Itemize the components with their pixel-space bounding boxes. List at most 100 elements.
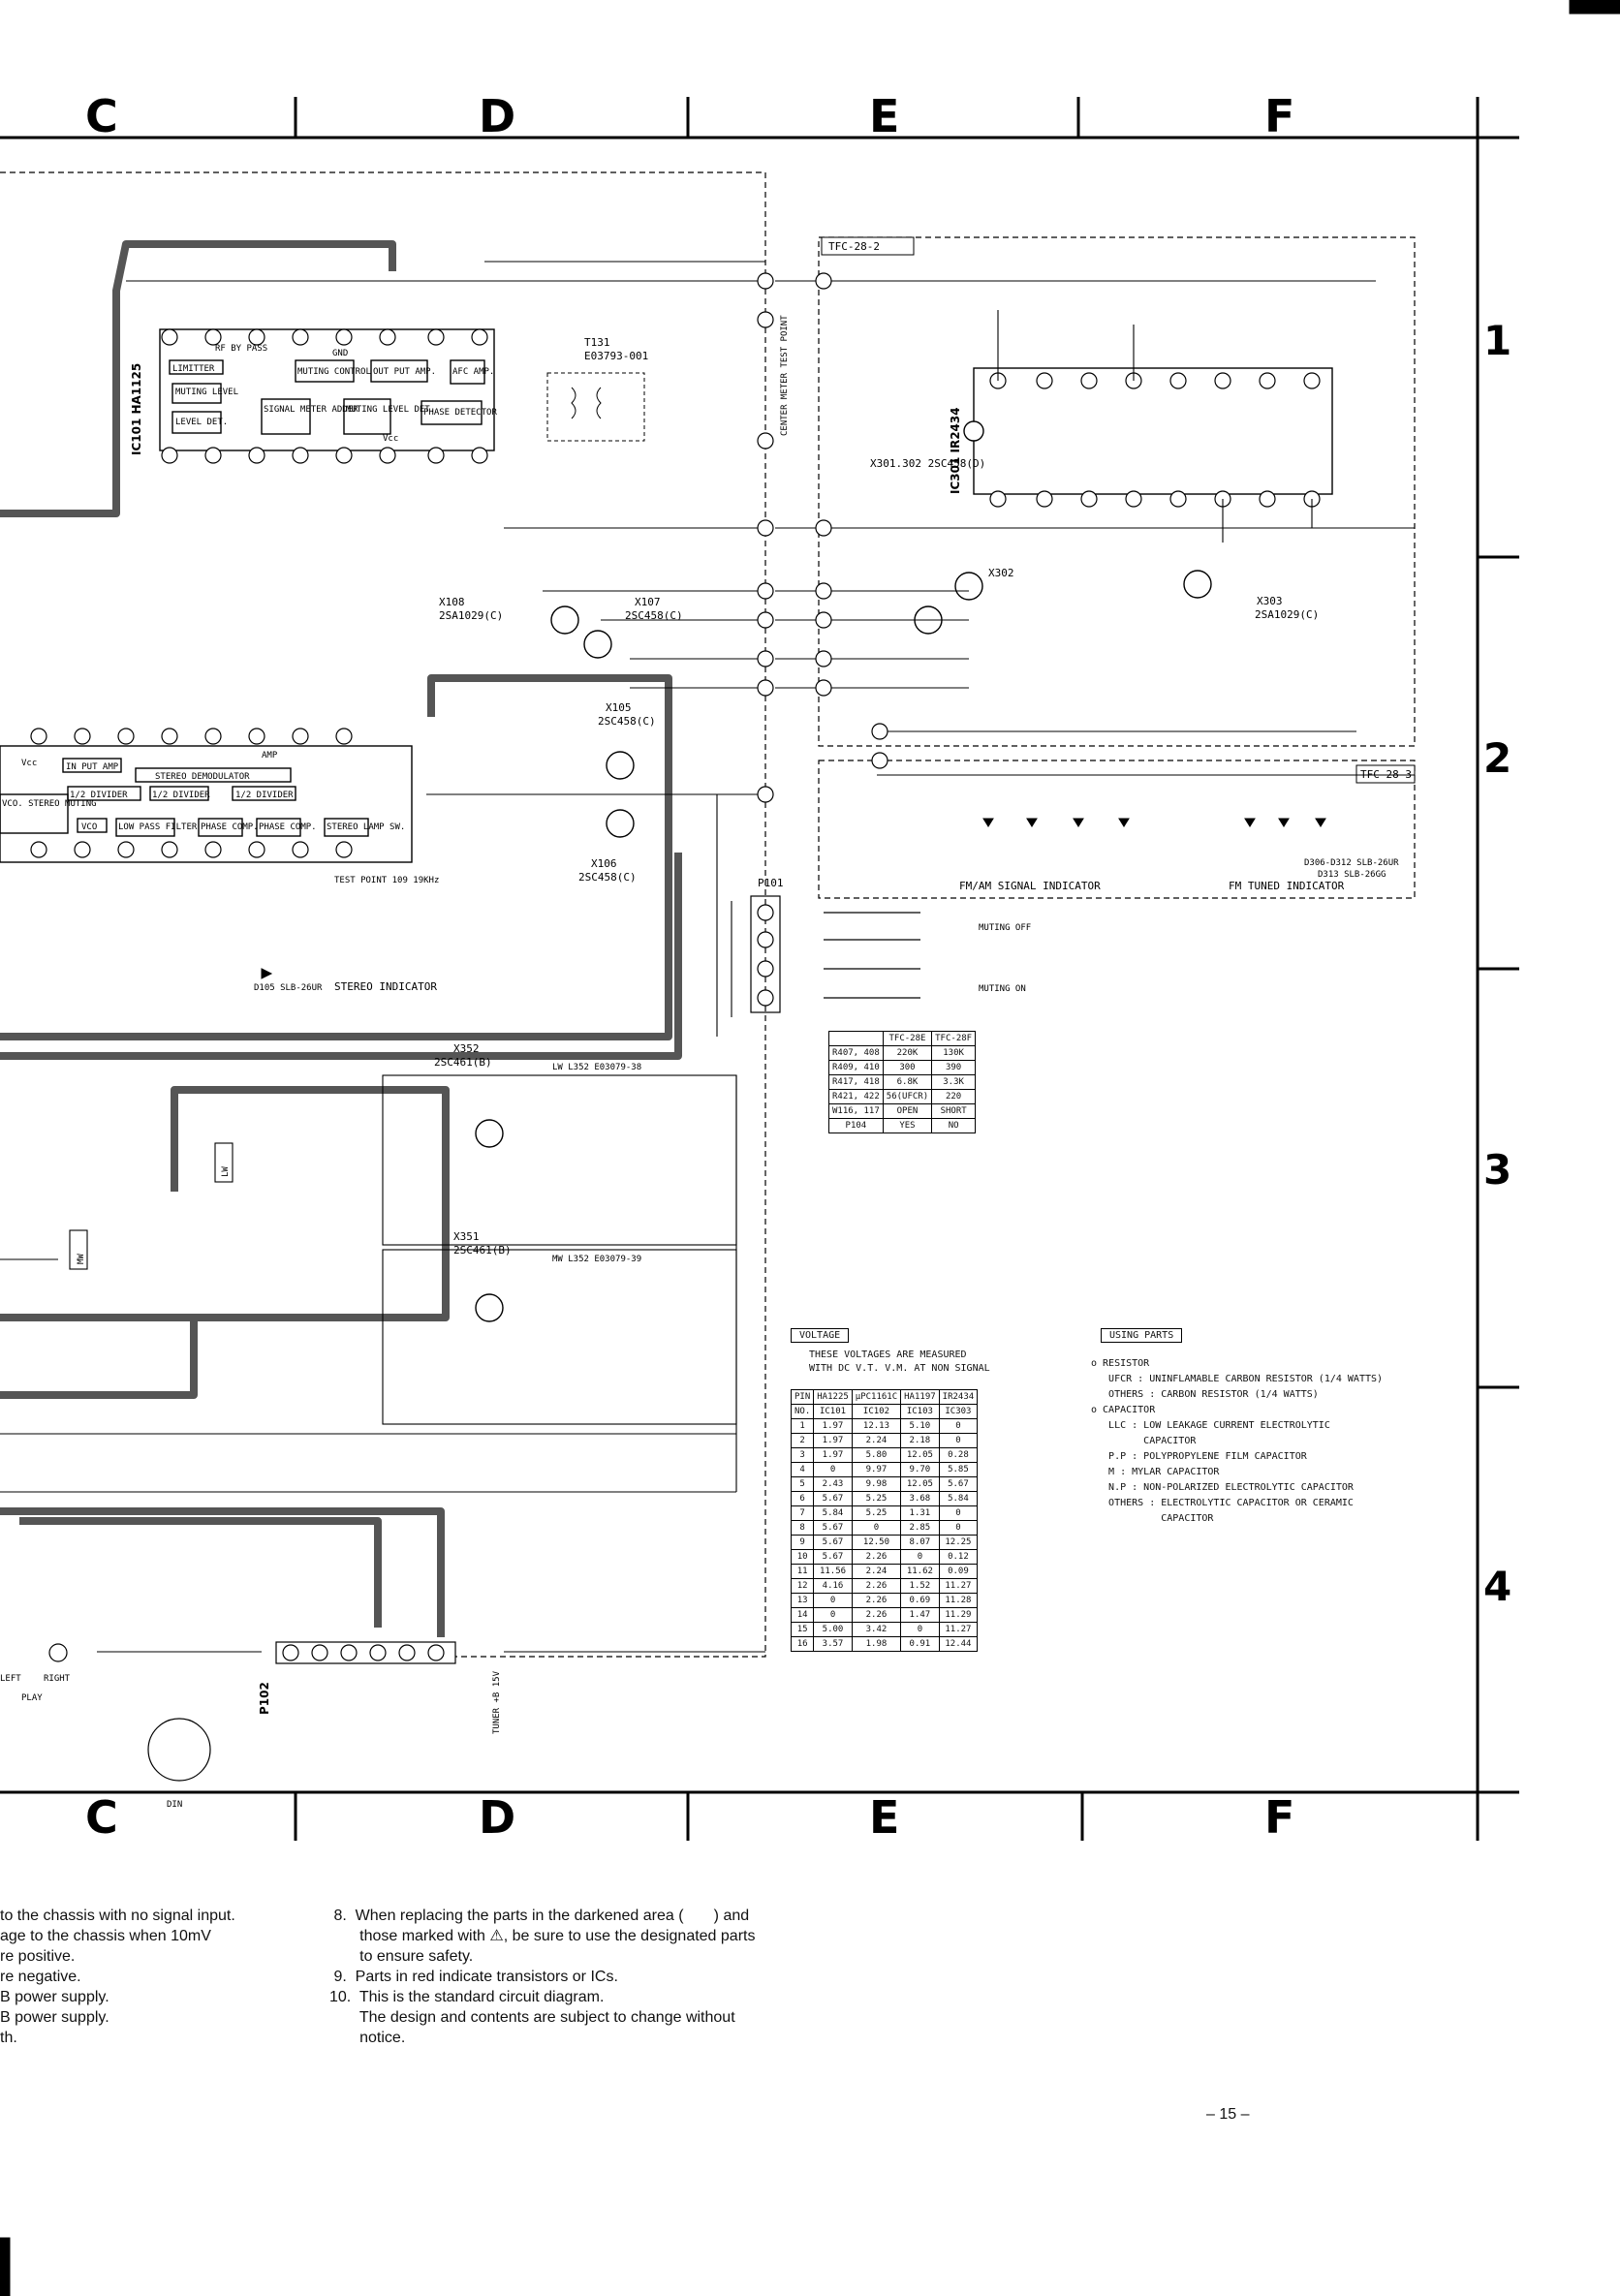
darkened-area-traces (0, 240, 682, 1637)
svg-text:AMP: AMP (262, 751, 278, 760)
list-item: UFCR : UNINFLAMABLE CARBON RESISTOR (1/4… (1091, 1374, 1384, 1384)
svg-text:X351: X351 (453, 1230, 480, 1243)
ic103-outline (0, 745, 413, 863)
svg-text:D313 SLB-26GG: D313 SLB-26GG (1318, 870, 1386, 880)
svg-text:MW: MW (77, 1254, 86, 1264)
svg-text:P102: P102 (258, 1682, 271, 1715)
ic301-pins (989, 372, 1321, 508)
ic103-pins (30, 728, 353, 858)
transformer-t131 (546, 372, 645, 442)
svg-text:X303: X303 (1257, 595, 1283, 607)
svg-text:PHASE COMP.: PHASE COMP. (201, 822, 259, 832)
svg-text:LEVEL DET.: LEVEL DET. (175, 418, 228, 427)
column-f-top: F (1264, 90, 1294, 142)
note-line: B power supply. (0, 2009, 109, 2026)
svg-text:TUNER +B 15V: TUNER +B 15V (492, 1670, 502, 1734)
ic101-pins (161, 328, 488, 464)
note-line: age to the chassis when 10mV (0, 1928, 211, 1944)
svg-text:LIMITTER: LIMITTER (172, 364, 215, 374)
svg-text:DIN: DIN (167, 1800, 182, 1810)
ic301-labels: IC301 IR2434 X301.302 2SC458(D) (870, 407, 985, 494)
transistors (475, 570, 1212, 1322)
svg-text:MUTING LEVEL DET.: MUTING LEVEL DET. (346, 405, 435, 415)
svg-text:PLAY: PLAY (21, 1693, 43, 1703)
svg-text:X105: X105 (606, 701, 632, 714)
voltage-note: THESE VOLTAGES ARE MEASURED WITH DC V.T.… (809, 1350, 990, 1374)
svg-text:Vcc: Vcc (21, 759, 37, 768)
svg-text:SIGNAL METER ADDER: SIGNAL METER ADDER (264, 405, 358, 415)
column-e-bottom: E (869, 1791, 899, 1844)
row-3: 3 (1483, 1146, 1511, 1194)
note-line: 9. Parts in red indicate transistors or … (329, 1969, 618, 1985)
svg-text:AFC AMP.: AFC AMP. (452, 367, 494, 377)
row-4: 4 (1483, 1563, 1511, 1610)
transistor-labels: X108 2SA1029(C) X107 2SC458(C) X105 2SC4… (434, 567, 1319, 1257)
svg-text:FM TUNED INDICATOR: FM TUNED INDICATOR (1229, 880, 1345, 892)
svg-text:LEFT: LEFT (0, 1674, 21, 1684)
list-item: o RESISTOR (1091, 1358, 1150, 1369)
notes-left: to the chassis with no signal input. age… (0, 1906, 235, 2048)
svg-text:RF BY PASS: RF BY PASS (215, 344, 267, 354)
svg-text:FM/AM SIGNAL INDICATOR: FM/AM SIGNAL INDICATOR (959, 880, 1101, 892)
svg-text:RIGHT: RIGHT (44, 1674, 71, 1684)
row-1: 1 (1483, 317, 1511, 364)
svg-text:IN PUT AMP: IN PUT AMP (66, 762, 119, 772)
tfc-labels: TFC-28-2 TFC-28-3 (821, 236, 1416, 784)
note-line: th. (0, 2030, 17, 2046)
t131-ref: T131 (584, 336, 610, 349)
using-parts-list: o RESISTOR UFCR : UNINFLAMABLE CARBON RE… (1091, 1356, 1383, 1527)
svg-text:STEREO DEMODULATOR: STEREO DEMODULATOR (155, 772, 250, 782)
column-c-top: C (85, 90, 118, 142)
rf-coil-sections (69, 1074, 737, 1425)
svg-text:2SA1029(C): 2SA1029(C) (439, 609, 503, 622)
column-d-top: D (479, 90, 515, 142)
note-line: to the chassis with no signal input. (0, 1908, 235, 1924)
list-item: LLC : LOW LEAKAGE CURRENT ELECTROLYTIC (1091, 1420, 1330, 1431)
list-item: o CAPACITOR (1091, 1405, 1156, 1415)
column-e-top: E (869, 90, 899, 142)
column-c-bottom: C (85, 1791, 118, 1844)
svg-text:D105 SLB-26UR: D105 SLB-26UR (254, 983, 323, 993)
using-parts-title: USING PARTS (1101, 1328, 1183, 1343)
svg-text:X302: X302 (988, 567, 1014, 579)
list-item: N.P : NON-POLARIZED ELECTROLYTIC CAPACIT… (1091, 1482, 1354, 1493)
svg-text:LW L352 E03079-38: LW L352 E03079-38 (552, 1063, 641, 1072)
svg-text:2SC458(C): 2SC458(C) (598, 715, 656, 728)
list-item: CAPACITOR (1091, 1513, 1214, 1524)
svg-text:IC301 IR2434: IC301 IR2434 (949, 407, 962, 494)
svg-text:STEREO LAMP SW.: STEREO LAMP SW. (327, 822, 405, 832)
note-line: The design and contents are subject to c… (329, 2009, 735, 2026)
svg-text:D306-D312 SLB-26UR: D306-D312 SLB-26UR (1304, 858, 1399, 868)
muting-on-label: MUTING ON (979, 984, 1026, 994)
svg-text:Vcc: Vcc (383, 434, 398, 444)
svg-text:2SC458(C): 2SC458(C) (578, 871, 637, 884)
note-line: B power supply. (0, 1989, 109, 2005)
row-2: 2 (1483, 734, 1511, 782)
svg-text:X108: X108 (439, 596, 465, 608)
svg-text:TEST POINT 109 19KHz: TEST POINT 109 19KHz (334, 876, 439, 885)
svg-text:2SC461(B): 2SC461(B) (434, 1056, 492, 1069)
svg-text:VCO: VCO (81, 822, 97, 832)
svg-text:X301.302 2SC458(D): X301.302 2SC458(D) (870, 457, 985, 470)
